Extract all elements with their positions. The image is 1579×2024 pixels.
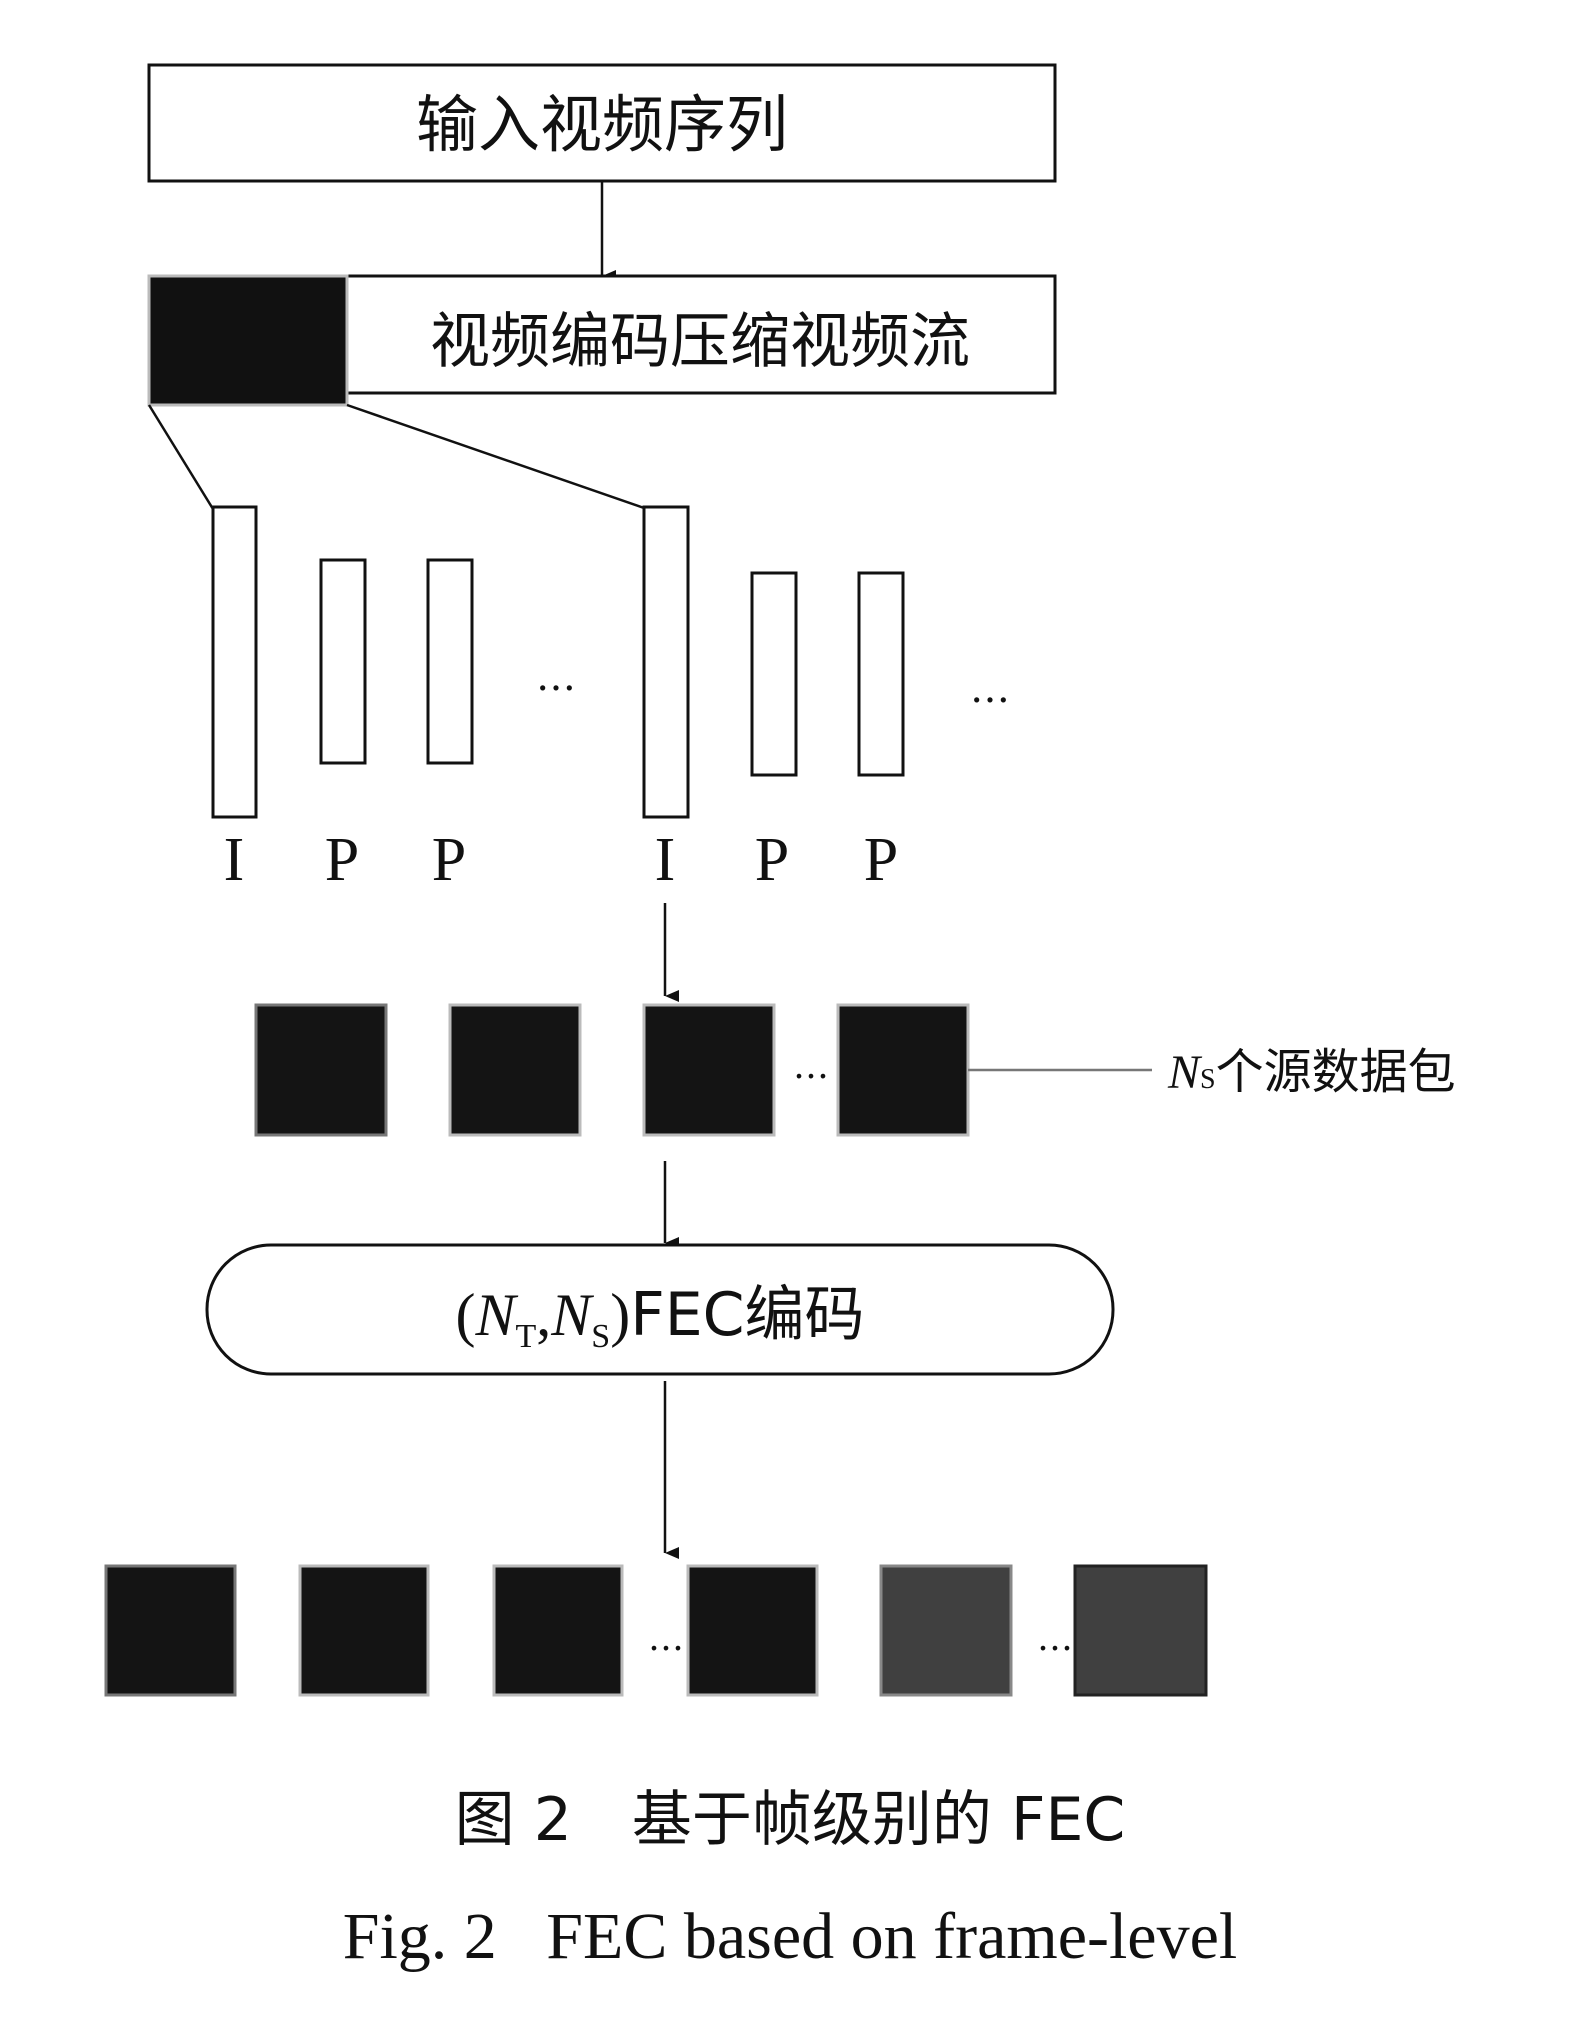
input-box-label: 输入视频序列 — [416, 88, 788, 161]
source-packet — [642, 1003, 776, 1137]
source-packets-label: NS个源数据包 — [1167, 1044, 1456, 1100]
frame-type-label: P — [325, 826, 359, 894]
parity-packet — [879, 1564, 1013, 1697]
source-packet — [492, 1564, 624, 1697]
ns-variable: N — [1167, 1046, 1203, 1099]
source-packets-ellipsis: … — [793, 1046, 829, 1087]
ns-subscript: S — [1200, 1064, 1216, 1095]
parity-packet — [1073, 1564, 1208, 1697]
source-packet — [104, 1564, 237, 1697]
frame-type-label: P — [864, 826, 898, 894]
p-frame-bar — [319, 558, 367, 765]
frames-ellipsis: … — [970, 666, 1010, 712]
frame-type-label: P — [432, 826, 466, 894]
i-frame-bar — [642, 505, 690, 819]
fec-encoding-block: (NT,NS)FEC编码 — [205, 1243, 1115, 1376]
zoom-line-right — [346, 403, 648, 511]
caption-chinese: 图 2 基于帧级别的 FEC — [455, 1785, 1126, 1855]
caption-english: Fig. 2 FEC based on frame-level — [343, 1900, 1237, 1973]
source-packet — [254, 1003, 388, 1137]
stream-segment-block — [147, 274, 349, 407]
zoom-line-left — [147, 404, 215, 510]
source-packet — [298, 1564, 430, 1697]
ns-label-text: 个源数据包 — [1216, 1044, 1456, 1100]
source-packets — [254, 1003, 970, 1137]
fec-encoding-label: (NT,NS)FEC编码 — [455, 1280, 864, 1355]
frame-type-label: I — [224, 826, 245, 894]
i-frame-bar — [211, 505, 258, 819]
p-frame-bar — [857, 571, 905, 777]
frame-type-label: P — [755, 826, 789, 894]
compressed-stream-box: 视频编码压缩视频流 — [147, 274, 1057, 407]
source-packet — [836, 1003, 970, 1137]
p-frame-bar — [426, 558, 474, 765]
encoded-packets — [104, 1564, 1208, 1697]
source-packet — [686, 1564, 819, 1697]
p-frame-bar — [750, 571, 798, 777]
encoded-packets-ellipsis: … — [648, 1618, 684, 1659]
stream-box-label: 视频编码压缩视频流 — [430, 307, 970, 377]
source-packet — [448, 1003, 582, 1137]
input-video-sequence-box: 输入视频序列 — [147, 63, 1057, 183]
frame-bars — [211, 505, 905, 819]
encoded-packets-ellipsis: … — [1037, 1618, 1073, 1659]
frames-ellipsis: … — [536, 654, 576, 700]
frame-type-label: I — [655, 826, 676, 894]
